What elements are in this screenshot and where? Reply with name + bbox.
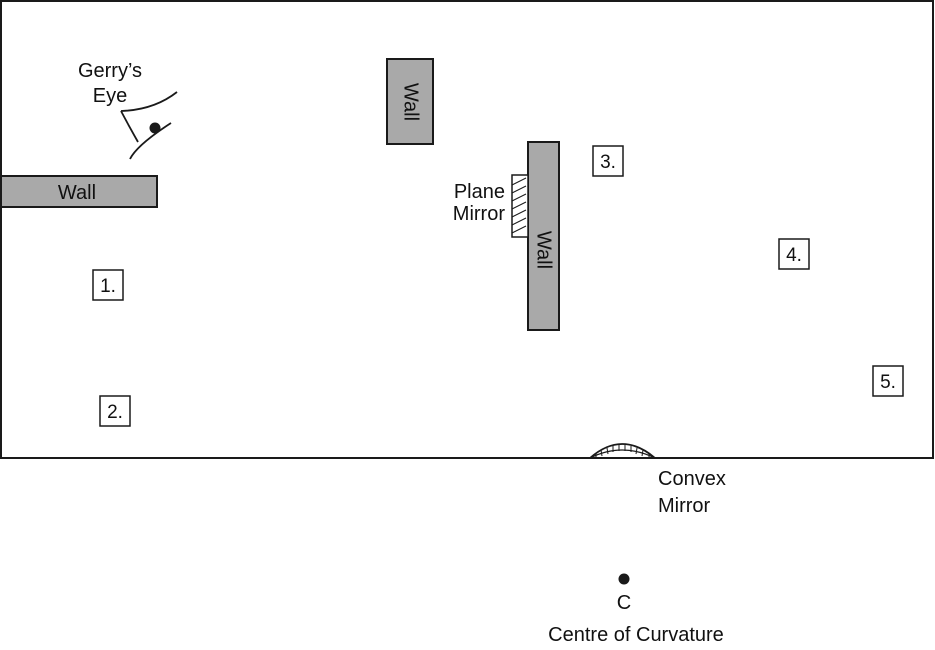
position-3-label: 3. [600,152,616,173]
wall-top: Wall [386,58,434,145]
centre-of-curvature-caption: Centre of Curvature [548,624,724,646]
convex-mirror-label-line2: Mirror [658,495,711,517]
position-1: 1. [92,269,124,301]
wall-left-label: Wall [58,182,96,204]
position-4: 4. [778,238,810,270]
plane-mirror-label-line1: Plane [454,181,505,203]
wall-middle-label: Wall [533,231,555,269]
convex-mirror [589,443,656,459]
plane-mirror [511,174,529,238]
position-2-label: 2. [107,402,123,423]
room-boundary [0,0,934,459]
eye-label-line2: Eye [93,85,127,107]
convex-mirror-label-line1: Convex [658,468,726,490]
position-3: 3. [592,145,624,177]
wall-middle: Wall [527,141,560,331]
wall-top-label: Wall [400,83,422,121]
position-2: 2. [99,395,131,427]
eye-icon [120,91,178,160]
eye-label-line1: Gerry’s [78,60,142,82]
position-4-label: 4. [786,245,802,266]
position-5: 5. [872,365,904,397]
position-1-label: 1. [100,276,116,297]
centre-point-label: C [617,592,631,614]
wall-left: Wall [0,175,158,208]
position-5-label: 5. [880,372,896,393]
centre-of-curvature-point [618,573,630,585]
plane-mirror-label-line2: Mirror [453,203,506,225]
